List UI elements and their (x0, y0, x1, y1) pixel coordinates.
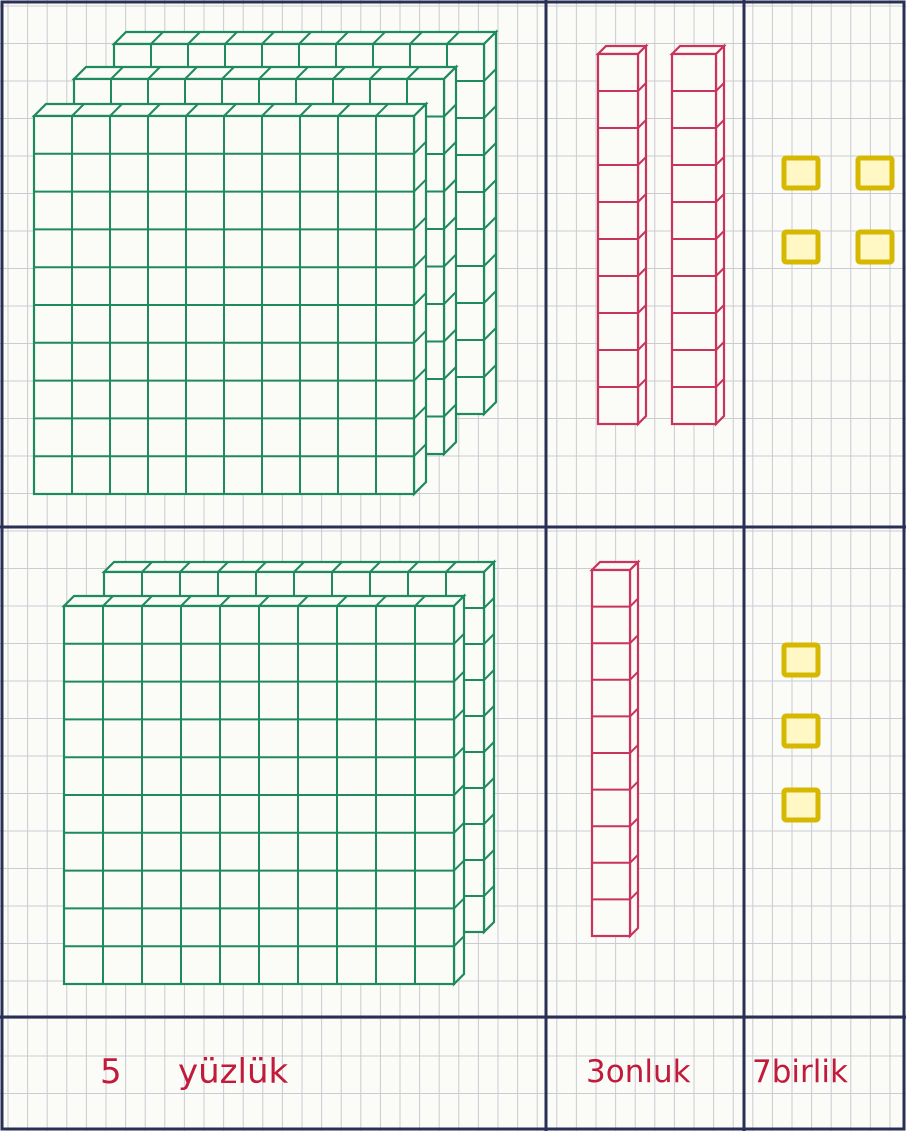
hundreds-word-label: yüzlük (178, 1052, 288, 1092)
hundred-flat (64, 596, 464, 984)
one-cube (784, 790, 818, 820)
top-ones-cubes (784, 158, 892, 262)
hundred-flat (34, 104, 426, 494)
ten-rod (672, 46, 724, 424)
top-hundreds-blocks (34, 32, 496, 494)
one-cube (784, 232, 818, 262)
ten-rod (598, 46, 646, 424)
tens-label: 3onluk (586, 1052, 691, 1092)
ten-rod (592, 562, 638, 936)
one-cube (858, 232, 892, 262)
ones-label: 7birlik (752, 1052, 848, 1092)
one-cube (784, 645, 818, 675)
one-cube (784, 716, 818, 746)
bottom-tens-rods (592, 562, 638, 936)
one-cube (784, 158, 818, 188)
hundreds-count-label: 5 (100, 1052, 122, 1092)
top-tens-rods (598, 46, 724, 424)
bottom-hundreds-blocks (64, 562, 494, 984)
one-cube (858, 158, 892, 188)
bottom-ones-cubes (784, 645, 818, 820)
